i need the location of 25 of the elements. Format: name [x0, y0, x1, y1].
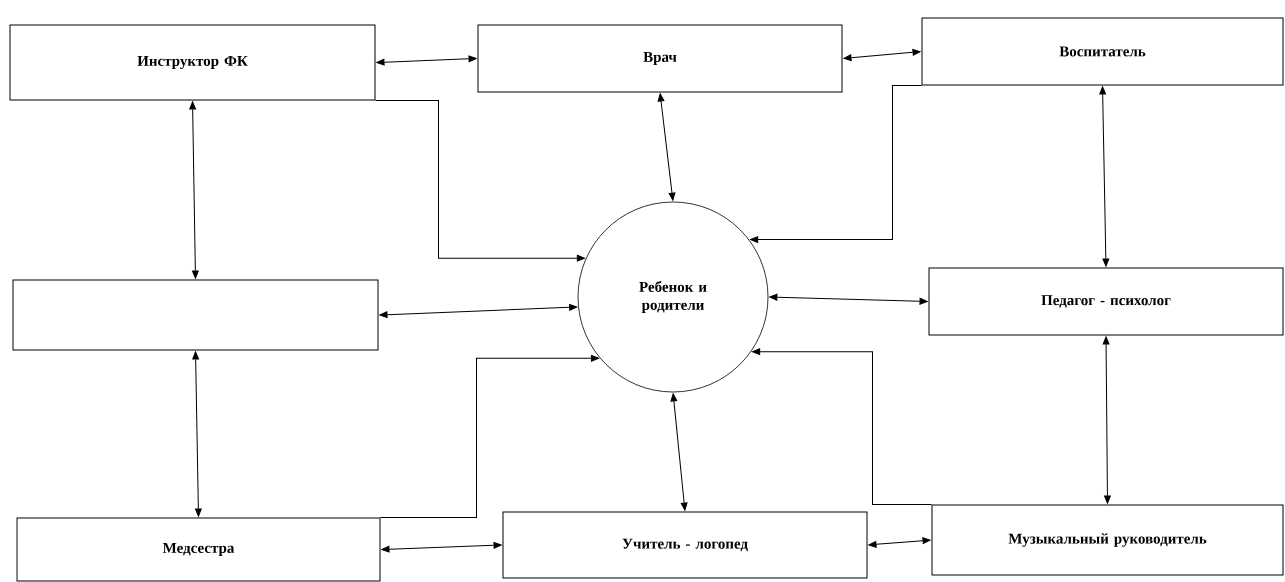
arrow	[670, 393, 688, 511]
arrow	[657, 93, 676, 201]
circle-node: Ребенок и родители	[577, 201, 769, 393]
arrow	[769, 293, 928, 305]
box: Педагог - психолог	[928, 267, 1284, 336]
arrow	[750, 85, 922, 243]
arrow	[376, 55, 477, 66]
arrow	[379, 303, 578, 319]
arrow	[380, 354, 600, 518]
arrow	[1102, 336, 1111, 504]
box: Медсестра	[16, 517, 381, 582]
box: Учитель - логопед	[502, 511, 868, 579]
arrow	[375, 100, 585, 262]
arrow	[381, 541, 502, 553]
box: Инструктор ФК	[9, 24, 376, 101]
arrow	[868, 537, 931, 548]
arrow	[843, 48, 921, 62]
arrow	[192, 351, 202, 517]
arrow	[1099, 86, 1110, 267]
box: Музыкальный руководитель	[931, 504, 1284, 576]
box: Врач	[477, 24, 843, 93]
empty-box	[12, 279, 379, 351]
arrow	[189, 101, 199, 279]
box: Воспитатель	[921, 17, 1284, 86]
arrow	[752, 348, 932, 505]
